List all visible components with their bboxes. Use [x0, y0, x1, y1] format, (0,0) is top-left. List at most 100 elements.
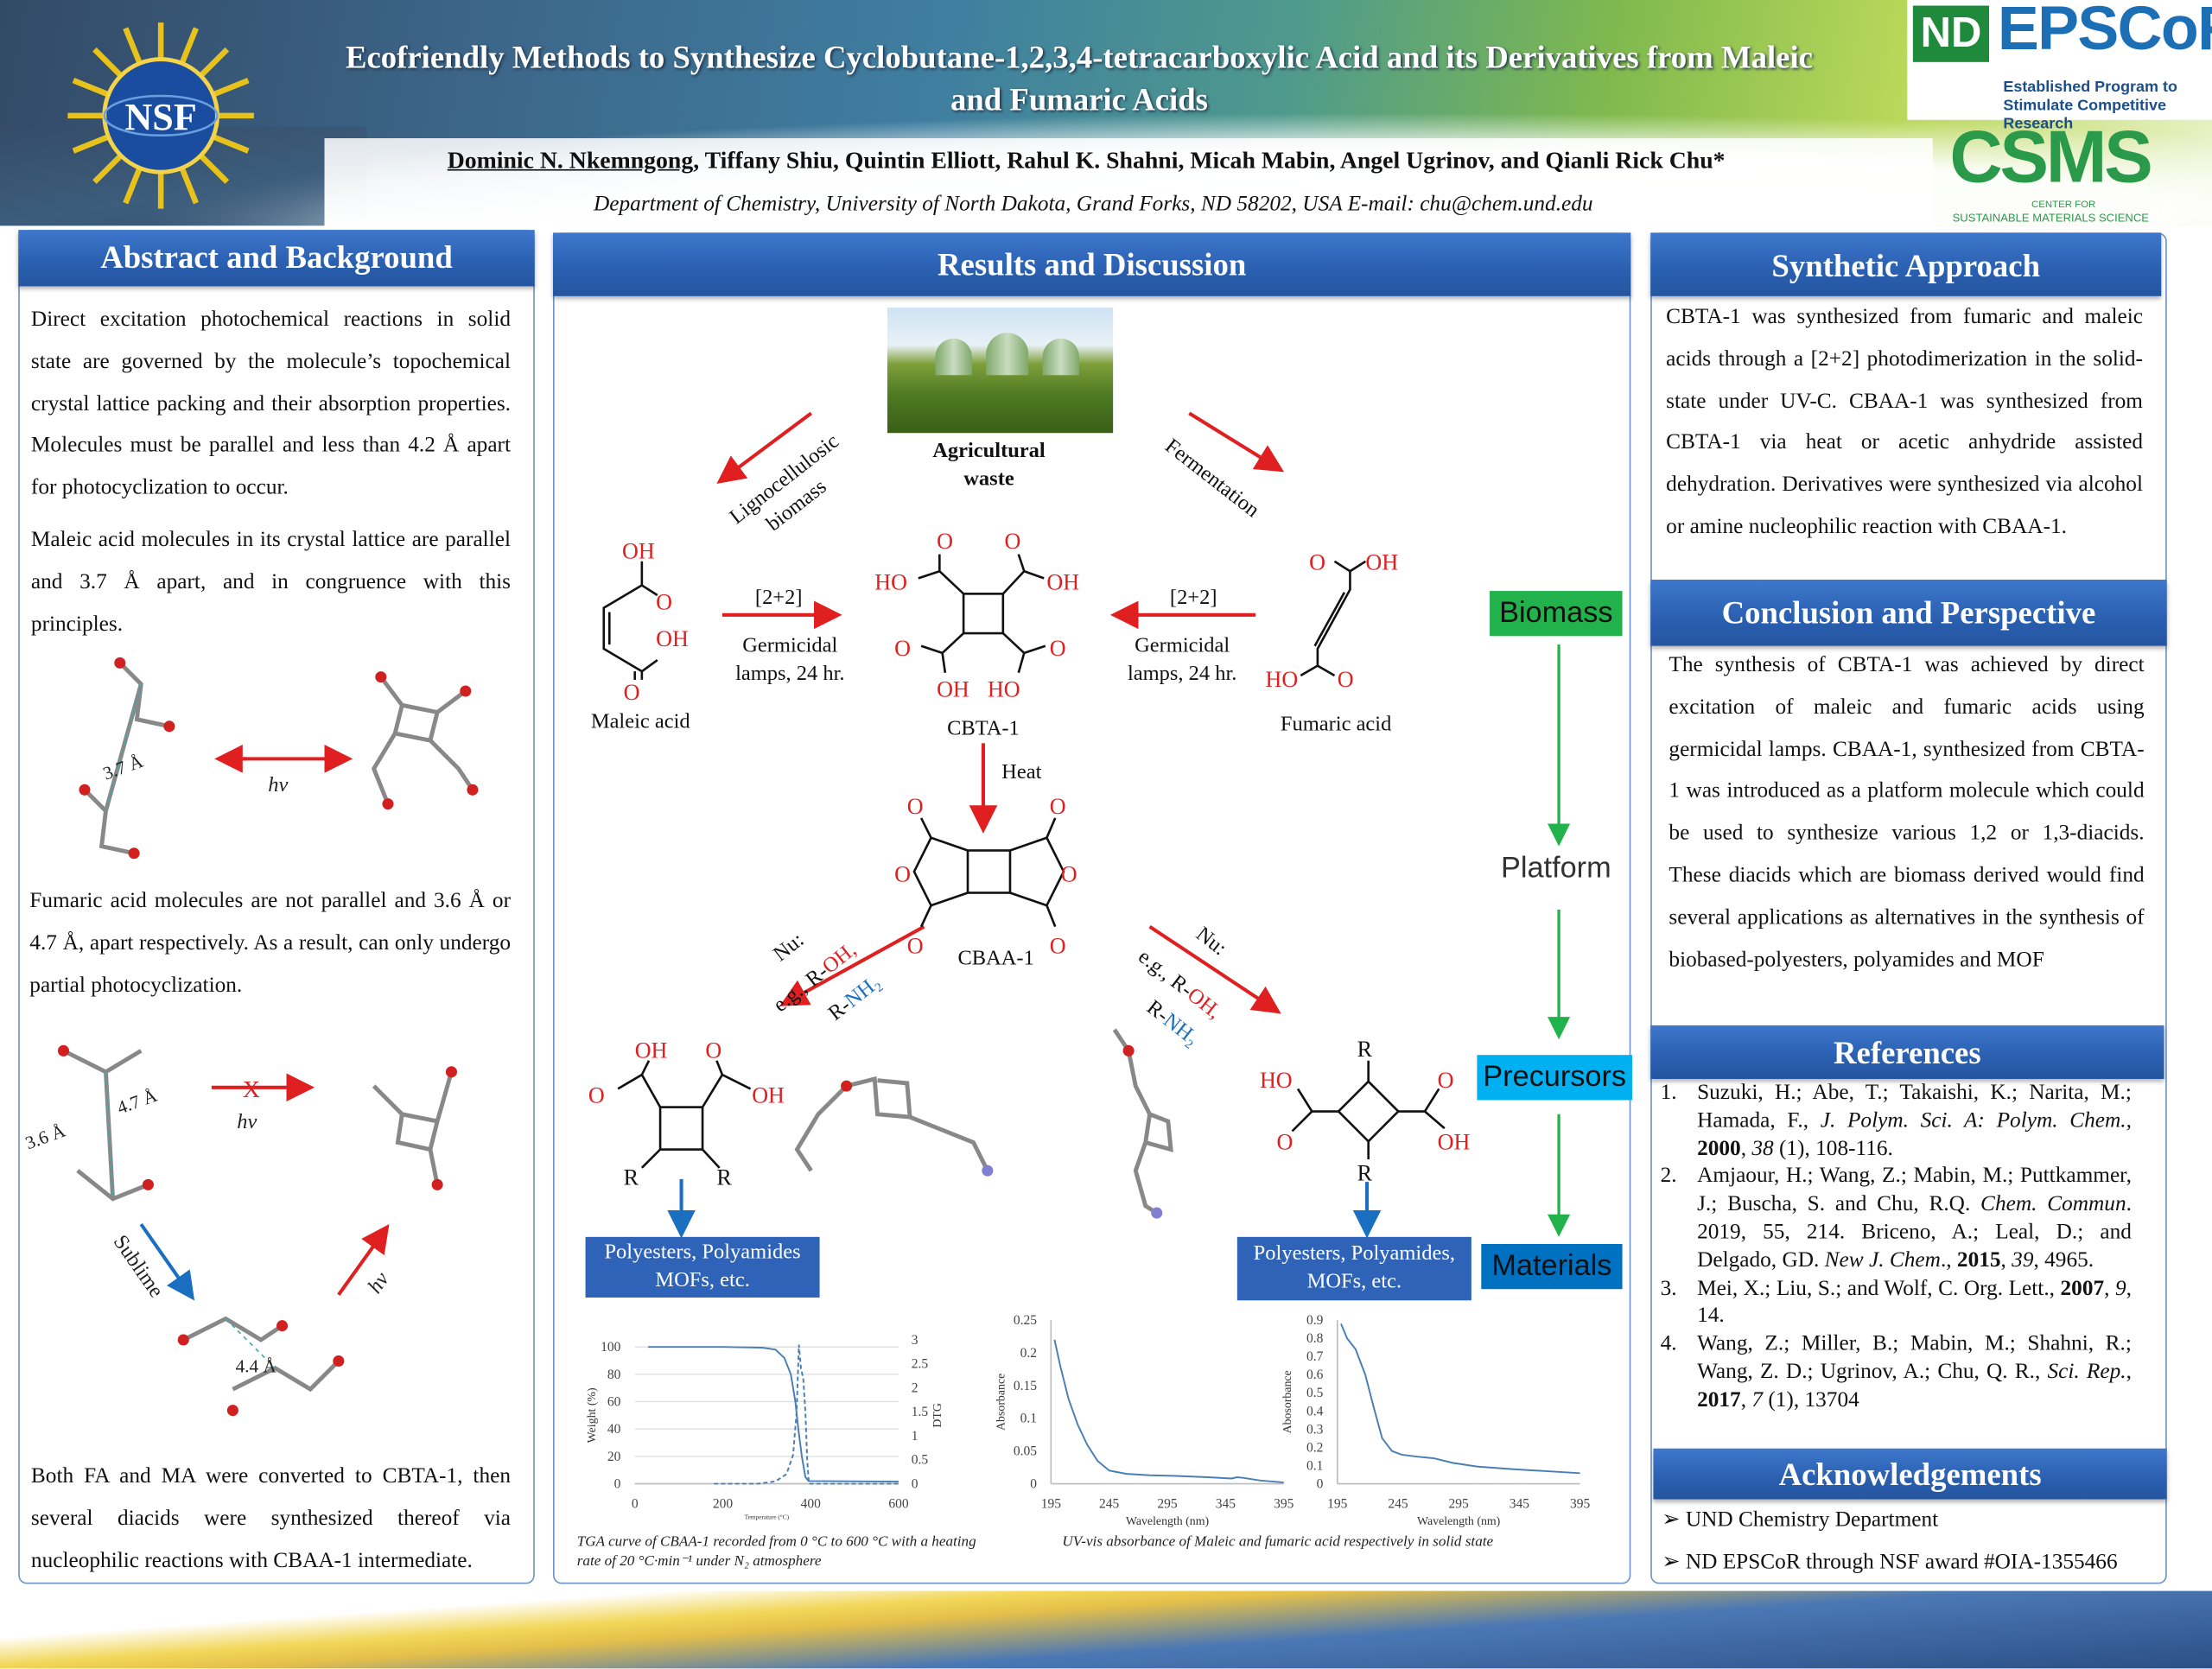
- cbta-label: CBTA-1: [947, 717, 1020, 740]
- ref-text: , 14.: [1697, 1275, 2132, 1328]
- ref-text: ,: [2104, 1275, 2115, 1300]
- acknowledgements-list: ➢ UND Chemistry Department ➢ ND EPSCoR t…: [1662, 1500, 2155, 1584]
- nsf-logo: NSF: [67, 22, 254, 209]
- atom-label: O: [1061, 861, 1077, 886]
- heat-label: Heat: [1001, 760, 1041, 784]
- y-tick-label: 60: [607, 1394, 621, 1409]
- y-tick-label: 100: [601, 1340, 621, 1355]
- atom-label: O: [588, 1083, 605, 1108]
- atom-label: O: [894, 861, 911, 886]
- atom-label: O: [1050, 794, 1066, 819]
- x-tick-label: 345: [1216, 1496, 1236, 1511]
- y-tick-label: 0.2: [1306, 1440, 1323, 1455]
- authors: Dominic N. Nkemngong, Tiffany Shiu, Quin…: [325, 147, 1848, 175]
- ref-volume: 38: [1751, 1136, 1774, 1161]
- atom-label: O: [1338, 667, 1354, 692]
- conclusion-heading: Conclusion and Perspective: [1650, 580, 2167, 646]
- first-author: Dominic N. Nkemngong: [447, 146, 694, 174]
- y-tick-label: 0.7: [1306, 1349, 1324, 1364]
- atom-label: OH: [1438, 1130, 1471, 1155]
- right-panel: [1650, 232, 2167, 1584]
- x-tick-label: 395: [1570, 1496, 1591, 1511]
- csms-logo: CSMS CENTER FOR SUSTAINABLE MATERIALS SC…: [1947, 117, 2172, 226]
- x-tick-label: 345: [1510, 1496, 1530, 1511]
- distance-label: 4.4 Å: [236, 1356, 277, 1377]
- products-line-1: Polyesters, Polyamides,: [1253, 1242, 1456, 1266]
- cbaa-label: CBAA-1: [957, 947, 1033, 970]
- ref-text: ,: [1740, 1387, 1752, 1412]
- ref-text: ,: [1740, 1136, 1752, 1161]
- tga-caption: rate of 20 °C·min⁻¹ under N₂ atmosphere: [577, 1552, 822, 1569]
- ack-text: UND Chemistry Department: [1685, 1507, 1939, 1533]
- atom-label: OH: [1365, 550, 1398, 575]
- csms-tagline-2: SUSTAINABLE MATERIALS SCIENCE: [1952, 211, 2150, 225]
- atom-label: OH: [752, 1083, 785, 1108]
- ref-journal: New J. Chem: [1824, 1247, 1941, 1272]
- ref-text: .,: [1940, 1247, 1952, 1272]
- ref-year: 2007: [2060, 1275, 2105, 1300]
- crystal-atoms: [57, 657, 1163, 1417]
- synthetic-text: CBTA-1 was synthesized from fumaric and …: [1666, 304, 2143, 539]
- sublime-label: Sublime: [109, 1231, 168, 1302]
- y-axis-label: Absorbance: [995, 1374, 1007, 1431]
- x-tick-label: 600: [888, 1496, 909, 1511]
- epscor-nd-badge: ND: [1912, 5, 1990, 62]
- x-tick-label: 195: [1327, 1496, 1348, 1511]
- arrow-fermentation: [1188, 411, 1285, 473]
- title-line-2: and Fumaric Acids: [950, 81, 1208, 117]
- arrow-nu-left: [779, 924, 925, 1006]
- atom-label: R: [716, 1164, 732, 1190]
- atom-label: O: [1050, 636, 1066, 661]
- y2-tick-label: 0: [912, 1476, 918, 1491]
- y2-tick-label: 1.5: [912, 1405, 929, 1419]
- y-tick-label: 80: [607, 1368, 621, 1382]
- fermentation-label: Fermentation: [1160, 435, 1263, 523]
- products-line-1: Polyesters, Polyamides: [604, 1241, 801, 1264]
- reaction-label: [2+2]: [755, 586, 803, 609]
- x-tick-label: 245: [1099, 1496, 1120, 1511]
- conditions-label: Germicidal: [1135, 633, 1230, 657]
- y-tick-label: 0.9: [1306, 1313, 1324, 1328]
- nsf-logo-text: NSF: [124, 96, 196, 138]
- co-authors: , Tiffany Shiu, Quintin Elliott, Rahul K…: [693, 146, 1726, 174]
- abstract-heading: Abstract and Background: [18, 230, 535, 287]
- epscor-tagline-2: Stimulate Competitive Research: [2003, 97, 2166, 133]
- atom-label: HO: [1265, 667, 1298, 692]
- atom-label: O: [656, 589, 672, 614]
- x-tick-label: 295: [1449, 1496, 1470, 1511]
- ref-number: 1.: [1660, 1080, 1677, 1105]
- silo-icon: [1042, 338, 1079, 376]
- y-tick-label: 40: [607, 1422, 621, 1437]
- x-tick-label: 0: [632, 1496, 639, 1511]
- y2-tick-label: 3: [912, 1333, 918, 1348]
- hv-label: hν: [363, 1268, 393, 1298]
- ack-text: ND EPSCoR through NSF award #OIA-1355466: [1685, 1550, 2118, 1575]
- distance-lines: [105, 683, 276, 1369]
- atom-label: HO: [874, 569, 907, 594]
- diacid-product-left: OH O O OH R R: [588, 1038, 785, 1190]
- ref-text: ,: [2126, 1359, 2132, 1384]
- atom-label: O: [1277, 1130, 1294, 1155]
- abstract-panel: [18, 230, 535, 1584]
- atom-label: O: [894, 636, 911, 661]
- atom-label: O: [1309, 550, 1325, 575]
- ref-journal: Chem. Commun: [1980, 1191, 2126, 1216]
- maleic-acid-structure: OH O OH O: [602, 539, 689, 705]
- x-axis-label: Temperature (°C): [745, 1513, 790, 1520]
- arrow-nu-right: [1148, 924, 1281, 1014]
- y2-tick-label: 2.5: [912, 1357, 929, 1372]
- tga-caption: TGA curve of CBAA-1 recorded from 0 °C t…: [577, 1533, 976, 1549]
- diacid-product-right: R R HO O O OH: [1260, 1037, 1471, 1186]
- y2-tick-label: 0.5: [912, 1453, 929, 1468]
- conditions-label: Germicidal: [742, 633, 837, 657]
- x-tick-label: 195: [1041, 1496, 1062, 1511]
- stage-precursors: Precursors: [1477, 1055, 1632, 1101]
- y-axis-label: Abosorbance: [1281, 1370, 1294, 1433]
- abstract-paragraph-1: Direct excitation photochemical reaction…: [30, 307, 512, 500]
- atom-label: R: [1357, 1037, 1373, 1062]
- y-axis-label: Weight (%): [586, 1387, 599, 1443]
- series-line-fumaric-acid: [1340, 1323, 1580, 1475]
